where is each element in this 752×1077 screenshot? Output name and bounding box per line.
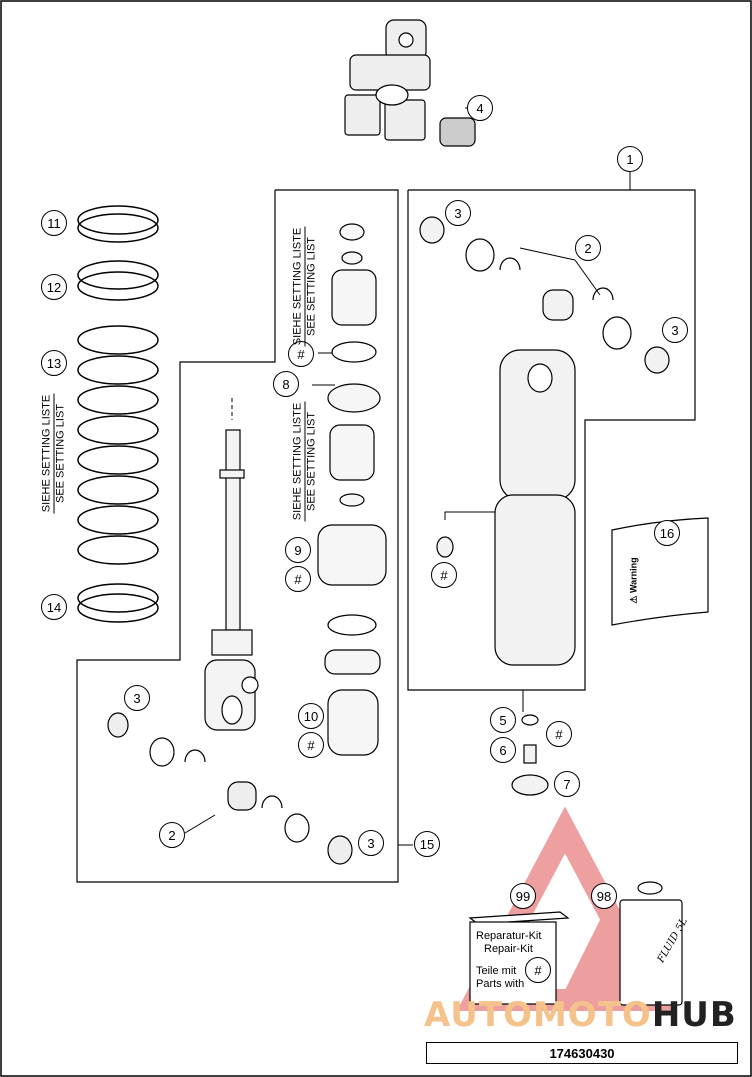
brand-part2: HUB bbox=[651, 995, 737, 1035]
callout-9[interactable]: 9 bbox=[285, 537, 311, 563]
warning-label-text: ⚠ Warning bbox=[628, 557, 639, 604]
setting-list-de: SIEHE SETTING LISTE bbox=[291, 226, 306, 347]
part-number: 174630430 bbox=[426, 1042, 738, 1064]
callout-hash-9[interactable]: # bbox=[285, 566, 311, 592]
setting-list-de: SIEHE SETTING LISTE bbox=[291, 401, 306, 522]
callout-2-left[interactable]: 2 bbox=[159, 822, 185, 848]
callout-hash-10[interactable]: # bbox=[298, 732, 324, 758]
callout-4[interactable]: 4 bbox=[467, 95, 493, 121]
group-outline-15 bbox=[76, 189, 399, 883]
callout-3-bottom[interactable]: 3 bbox=[358, 830, 384, 856]
callout-6[interactable]: 6 bbox=[490, 737, 516, 763]
warning-sticker bbox=[611, 517, 709, 626]
callout-3-top-right[interactable]: 3 bbox=[445, 200, 471, 226]
callout-14[interactable]: 14 bbox=[41, 594, 67, 620]
kit-label-de: Reparatur-Kit bbox=[476, 930, 542, 942]
callout-hash-body[interactable]: # bbox=[431, 562, 457, 588]
callout-5[interactable]: 5 bbox=[490, 707, 516, 733]
shock-body bbox=[419, 216, 670, 796]
callout-12[interactable]: 12 bbox=[41, 274, 67, 300]
callout-15[interactable]: 15 bbox=[414, 831, 440, 857]
setting-list-en: SEE SETTING LIST bbox=[305, 411, 318, 512]
setting-list-en: SEE SETTING LIST bbox=[54, 403, 67, 504]
callout-hash-5[interactable]: # bbox=[546, 721, 572, 747]
callout-10[interactable]: 10 bbox=[298, 703, 324, 729]
setting-list-label-upper: SIEHE SETTING LISTE SEE SETTING LIST bbox=[291, 226, 319, 347]
group-outline-1 bbox=[407, 189, 696, 691]
callout-1[interactable]: 1 bbox=[617, 146, 643, 172]
callout-hash-8[interactable]: # bbox=[288, 341, 314, 367]
callout-13[interactable]: 13 bbox=[41, 350, 67, 376]
setting-list-de: SIEHE SETTING LISTE bbox=[40, 393, 55, 514]
callout-11[interactable]: 11 bbox=[41, 210, 67, 236]
reservoir-head-assembly bbox=[344, 19, 476, 147]
setting-list-label-spring: SIEHE SETTING LISTE SEE SETTING LIST bbox=[40, 393, 68, 514]
callout-99[interactable]: 99 bbox=[510, 883, 536, 909]
callout-8[interactable]: 8 bbox=[273, 371, 299, 397]
shim-stack-components bbox=[317, 223, 387, 756]
callout-hash-kit[interactable]: # bbox=[525, 957, 551, 983]
spring-components bbox=[77, 205, 159, 623]
brand-watermark: AUTOMOTOHUB bbox=[424, 995, 737, 1035]
setting-list-en: SEE SETTING LIST bbox=[305, 236, 318, 337]
callout-16[interactable]: 16 bbox=[654, 520, 680, 546]
callout-3-left[interactable]: 3 bbox=[124, 685, 150, 711]
brand-part1: AUTOMOTO bbox=[424, 995, 652, 1035]
callout-2-right[interactable]: 2 bbox=[575, 235, 601, 261]
callout-98[interactable]: 98 bbox=[591, 883, 617, 909]
leader-lines bbox=[184, 107, 631, 846]
callout-3-right[interactable]: 3 bbox=[662, 317, 688, 343]
kit-parts-de: Teile mit bbox=[476, 965, 517, 977]
setting-list-label-lower: SIEHE SETTING LISTE SEE SETTING LIST bbox=[291, 401, 319, 522]
damper-rod-assembly bbox=[204, 429, 259, 731]
fluid-can bbox=[619, 881, 683, 1006]
kit-parts-en: Parts with bbox=[476, 978, 525, 990]
kit-label-en: Repair-Kit bbox=[484, 943, 533, 955]
bearing-kit-left bbox=[107, 712, 353, 865]
callout-7[interactable]: 7 bbox=[554, 771, 580, 797]
